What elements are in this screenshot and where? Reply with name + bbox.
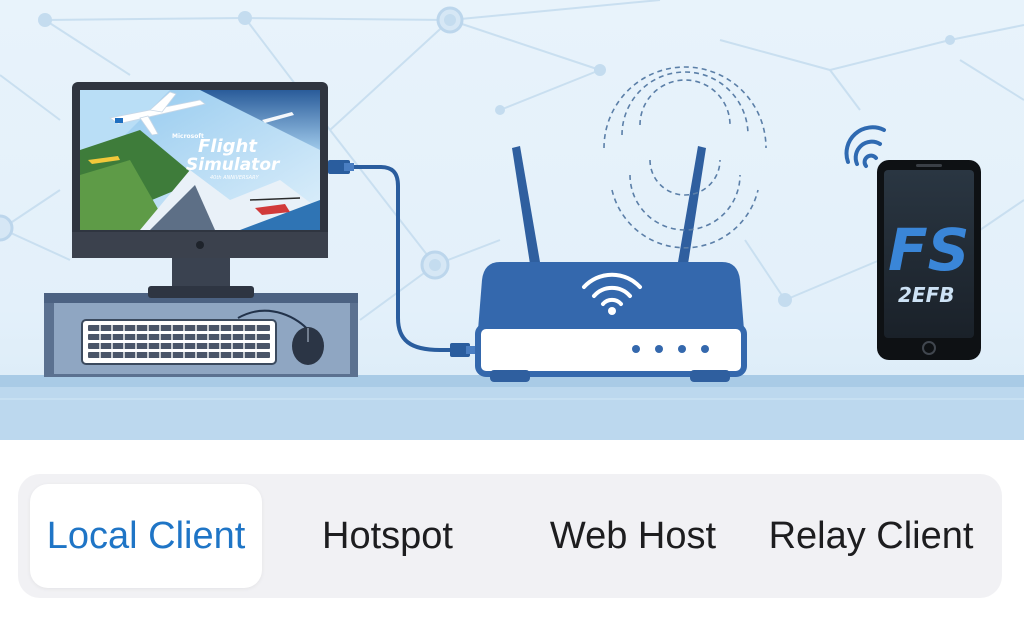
tab-local-client[interactable]: Local Client — [30, 484, 262, 588]
mouse — [237, 309, 324, 365]
router — [475, 66, 767, 382]
monitor-stand — [148, 256, 254, 298]
network-lines — [0, 0, 1024, 321]
keyboard — [81, 319, 277, 365]
monitor-tagline: 40th ANNIVERSARY — [210, 175, 260, 181]
phone-logo-main: FS — [888, 216, 969, 284]
phone-signal-icon — [844, 125, 886, 168]
monitor-title-line2: Simulator — [186, 155, 281, 175]
connection-mode-tabbar: Local Client Hotspot Web Host Relay Clie… — [18, 474, 1002, 598]
tab-label: Hotspot — [322, 514, 453, 557]
tab-label: Local Client — [46, 514, 246, 557]
flight-simulator-screen — [80, 90, 320, 230]
tab-relay-client[interactable]: Relay Client — [752, 484, 990, 588]
monitor-brand: Microsoft — [172, 133, 204, 140]
phone-logo-sub: 2EFB — [898, 283, 954, 307]
tab-label: Relay Client — [768, 514, 974, 557]
connection-illustration: Microsoft Flight Simulator 40th ANNIVERS… — [0, 0, 1024, 440]
tab-hotspot[interactable]: Hotspot — [280, 484, 495, 588]
tab-web-host[interactable]: Web Host — [518, 484, 748, 588]
network-diagram: Microsoft Flight Simulator 40th ANNIVERS… — [0, 0, 1024, 440]
phone: FS 2EFB — [877, 160, 981, 360]
monitor-title-line1: Flight — [198, 136, 258, 157]
usb-cable — [328, 160, 476, 357]
tab-label: Web Host — [549, 514, 717, 557]
wifi-icon — [582, 272, 642, 306]
network-nodes — [0, 6, 955, 307]
monitor: Microsoft Flight Simulator 40th ANNIVERS… — [72, 82, 328, 258]
